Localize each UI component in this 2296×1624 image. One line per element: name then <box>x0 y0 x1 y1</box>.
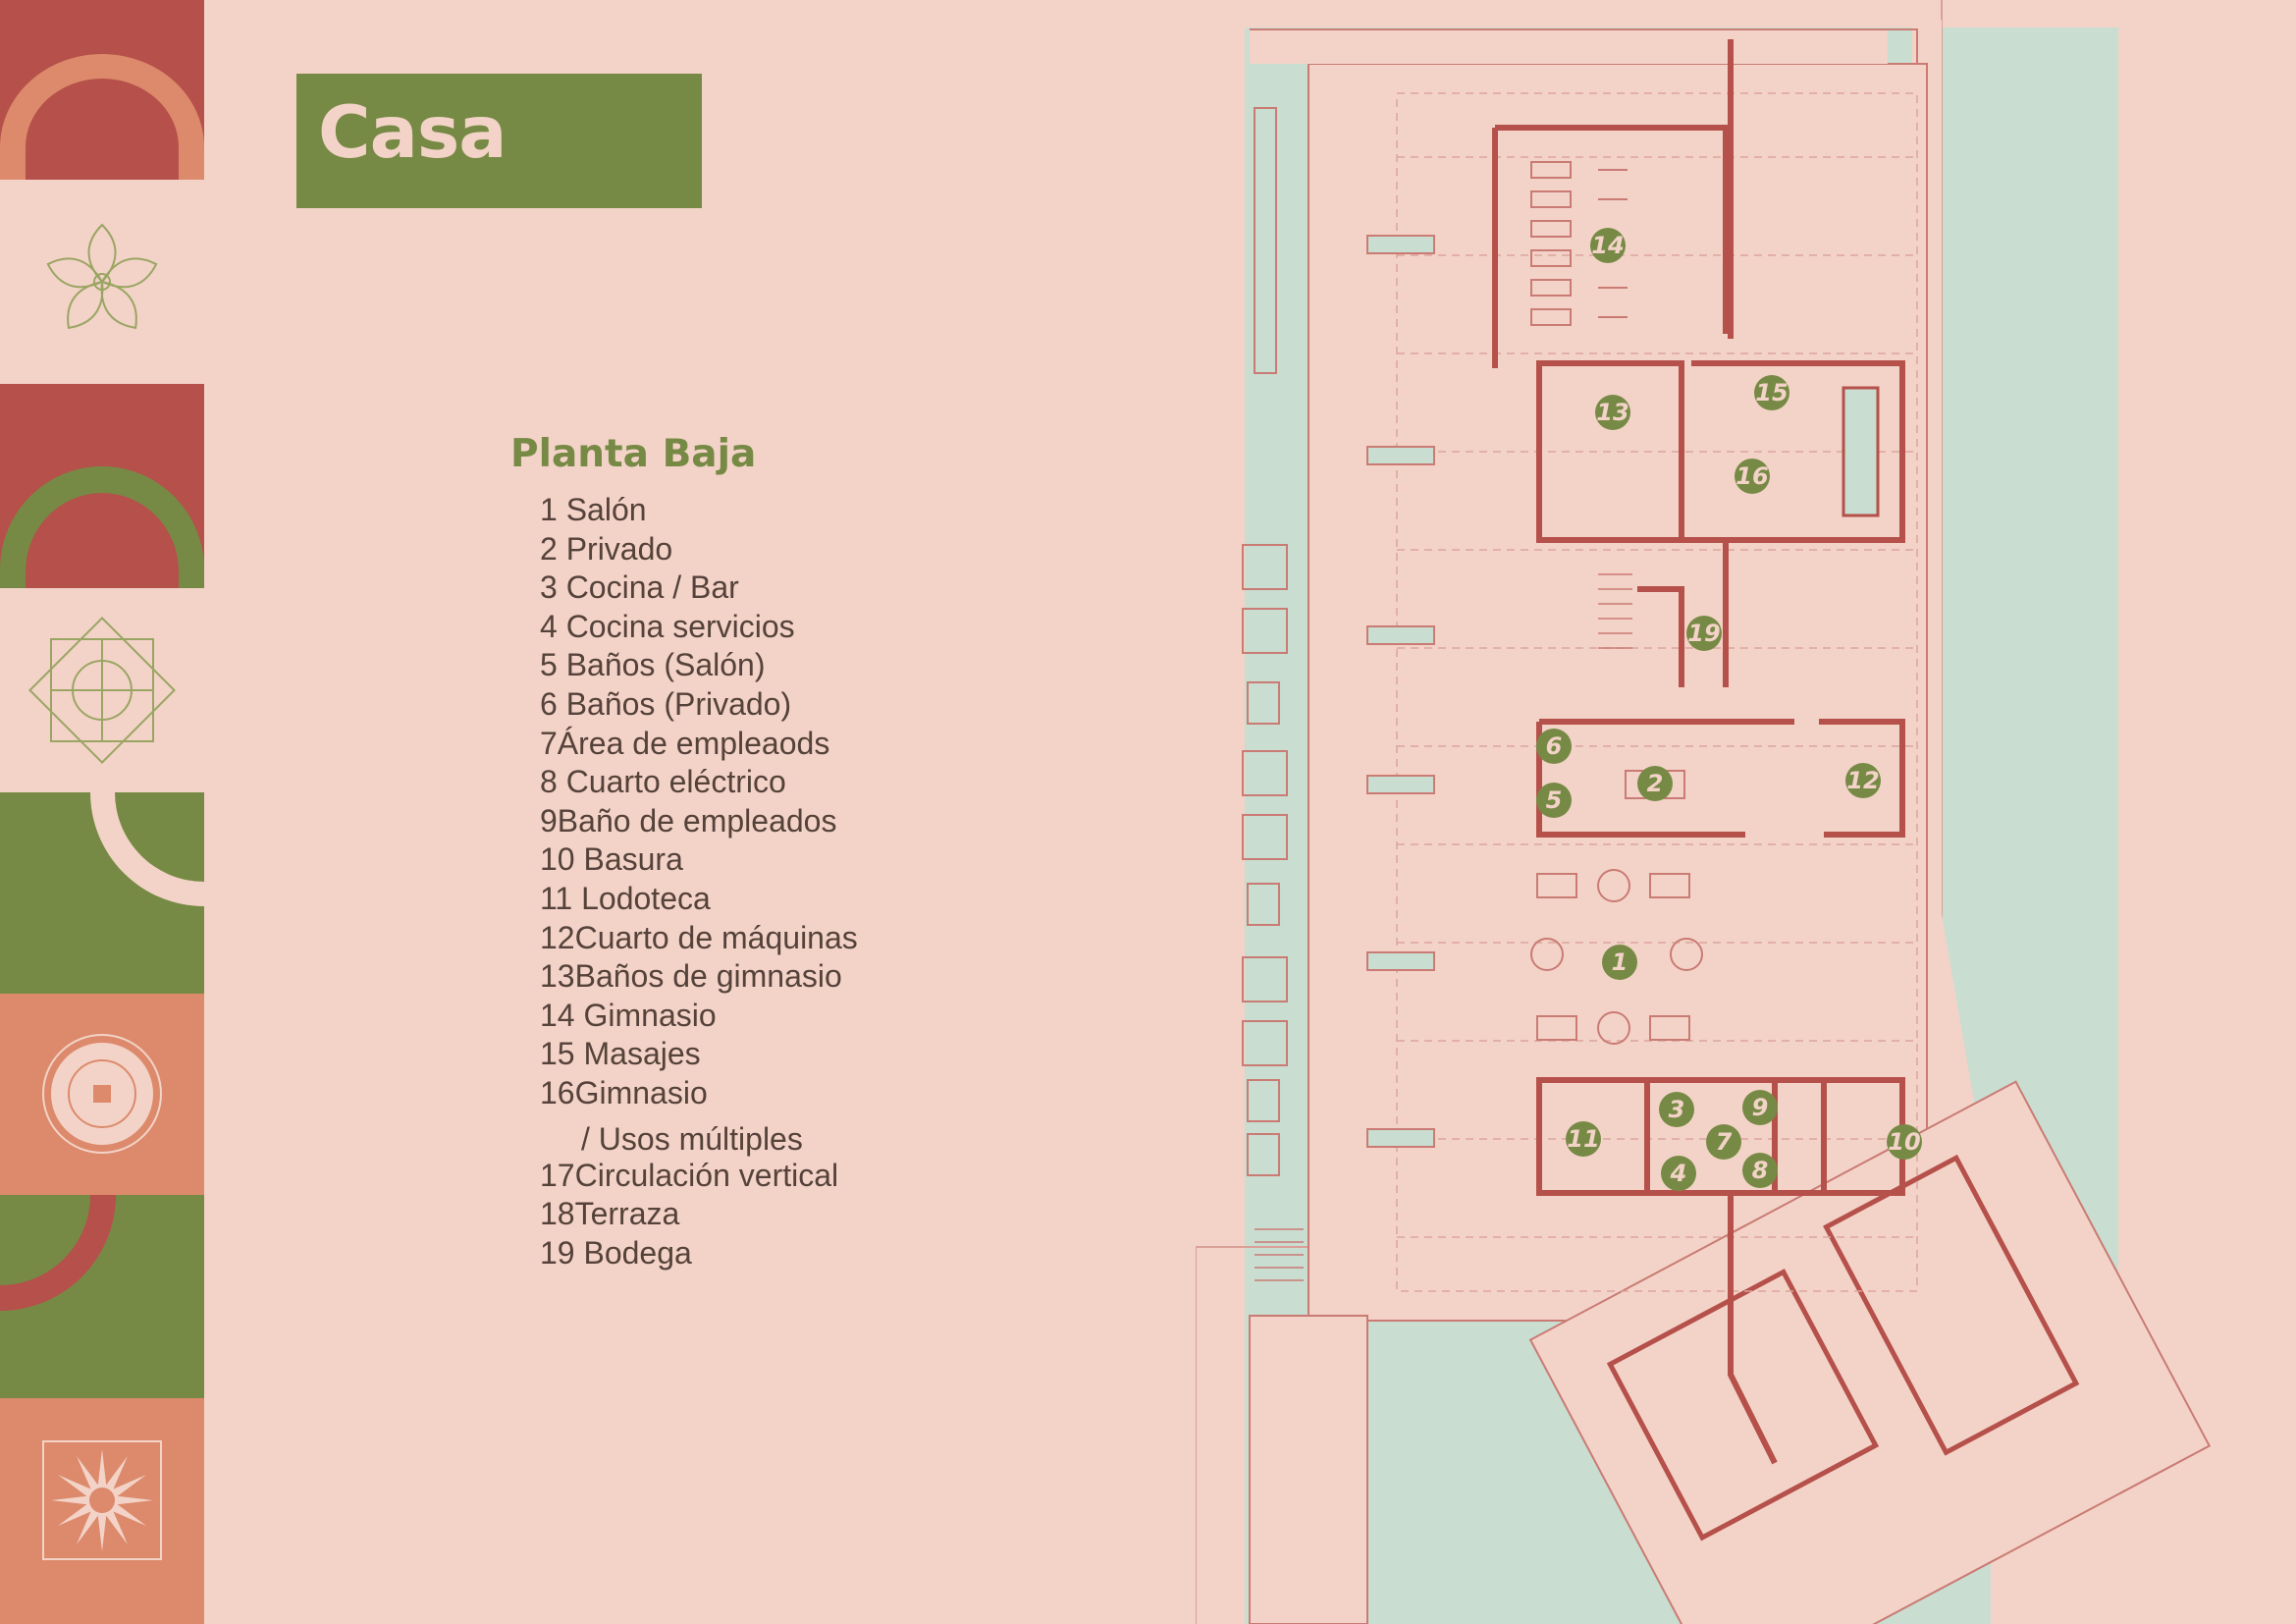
legend-item: 3 Cocina / Bar <box>540 569 739 606</box>
room-marker-label: 9 <box>1752 1094 1769 1121</box>
flower-icon <box>42 1034 162 1154</box>
legend-item: 6 Baños (Privado) <box>540 685 792 722</box>
gym-equipment <box>1530 161 1628 326</box>
room-marker-label: 12 <box>1846 767 1879 794</box>
room-marker-label: 14 <box>1591 232 1624 259</box>
stairs <box>1255 573 1632 1281</box>
room-marker-label: 3 <box>1669 1096 1685 1123</box>
leaf-star-icon <box>46 223 158 330</box>
title-box: Casa Club <box>296 74 702 283</box>
room-marker-label: 6 <box>1546 732 1563 760</box>
planters <box>1366 235 1435 1148</box>
plan-subtitle: Planta Baja <box>510 432 757 476</box>
room-marker-label: 7 <box>1716 1128 1733 1156</box>
legend-item: 5 Baños (Salón) <box>540 647 766 683</box>
legend-item: 2 Privado <box>540 530 673 567</box>
room-marker-label: 15 <box>1755 379 1788 406</box>
room-marker-label: 5 <box>1546 786 1563 814</box>
legend-item: 13Baños de gimnasio <box>540 958 842 995</box>
legend-item: 4 Cocina servicios <box>540 608 795 644</box>
sunburst-icon <box>42 1440 162 1560</box>
legend-item: 10 Basura <box>540 841 683 878</box>
legend-item: 18Terraza <box>540 1196 680 1232</box>
page-title: Casa Club <box>318 91 507 283</box>
legend-item: 8 Cuarto eléctrico <box>540 764 786 800</box>
room-marker-label: 8 <box>1752 1157 1769 1184</box>
room-marker-label: 13 <box>1596 399 1629 426</box>
legend-item: 1 Salón <box>540 492 647 527</box>
room-marker-label: 4 <box>1670 1160 1687 1187</box>
room-legend: 1 Salón 2 Privado 3 Cocina / Bar 4 Cocin… <box>540 491 1050 1272</box>
legend-item: 7Área de empleaods <box>540 725 830 761</box>
legend-item: 12Cuarto de máquinas <box>540 919 858 955</box>
legend-item: 15 Masajes <box>540 1036 701 1072</box>
walls <box>1492 39 1905 1465</box>
room-marker-label: 10 <box>1888 1128 1920 1156</box>
legend-item: / Usos múltiples <box>581 1120 803 1157</box>
decorative-side-strip <box>0 0 204 1624</box>
legend-item: 19 Bodega <box>540 1234 692 1271</box>
loungers <box>1242 544 1288 1176</box>
floor-plan: 14 13 15 16 19 6 2 5 12 1 3 9 11 <box>1196 0 2296 1624</box>
square-ornament-icon <box>28 617 176 764</box>
room-marker-label: 19 <box>1687 620 1720 647</box>
room-marker-label: 1 <box>1612 948 1629 976</box>
legend-item: 9Baño de empleados <box>540 802 837 839</box>
grid-lines <box>1396 92 1918 1292</box>
room-marker-label: 2 <box>1647 770 1664 797</box>
room-markers: 14 13 15 16 19 6 2 5 12 1 3 9 11 <box>1536 228 1922 1191</box>
room-marker-label: 16 <box>1735 462 1768 490</box>
legend-item: 14 Gimnasio <box>540 997 717 1033</box>
legend-item: 11 Lodoteca <box>540 880 711 916</box>
legend-item: 17Circulación vertical <box>540 1157 839 1193</box>
legend-item: 16Gimnasio <box>540 1074 708 1110</box>
room-marker-label: 11 <box>1567 1125 1599 1153</box>
